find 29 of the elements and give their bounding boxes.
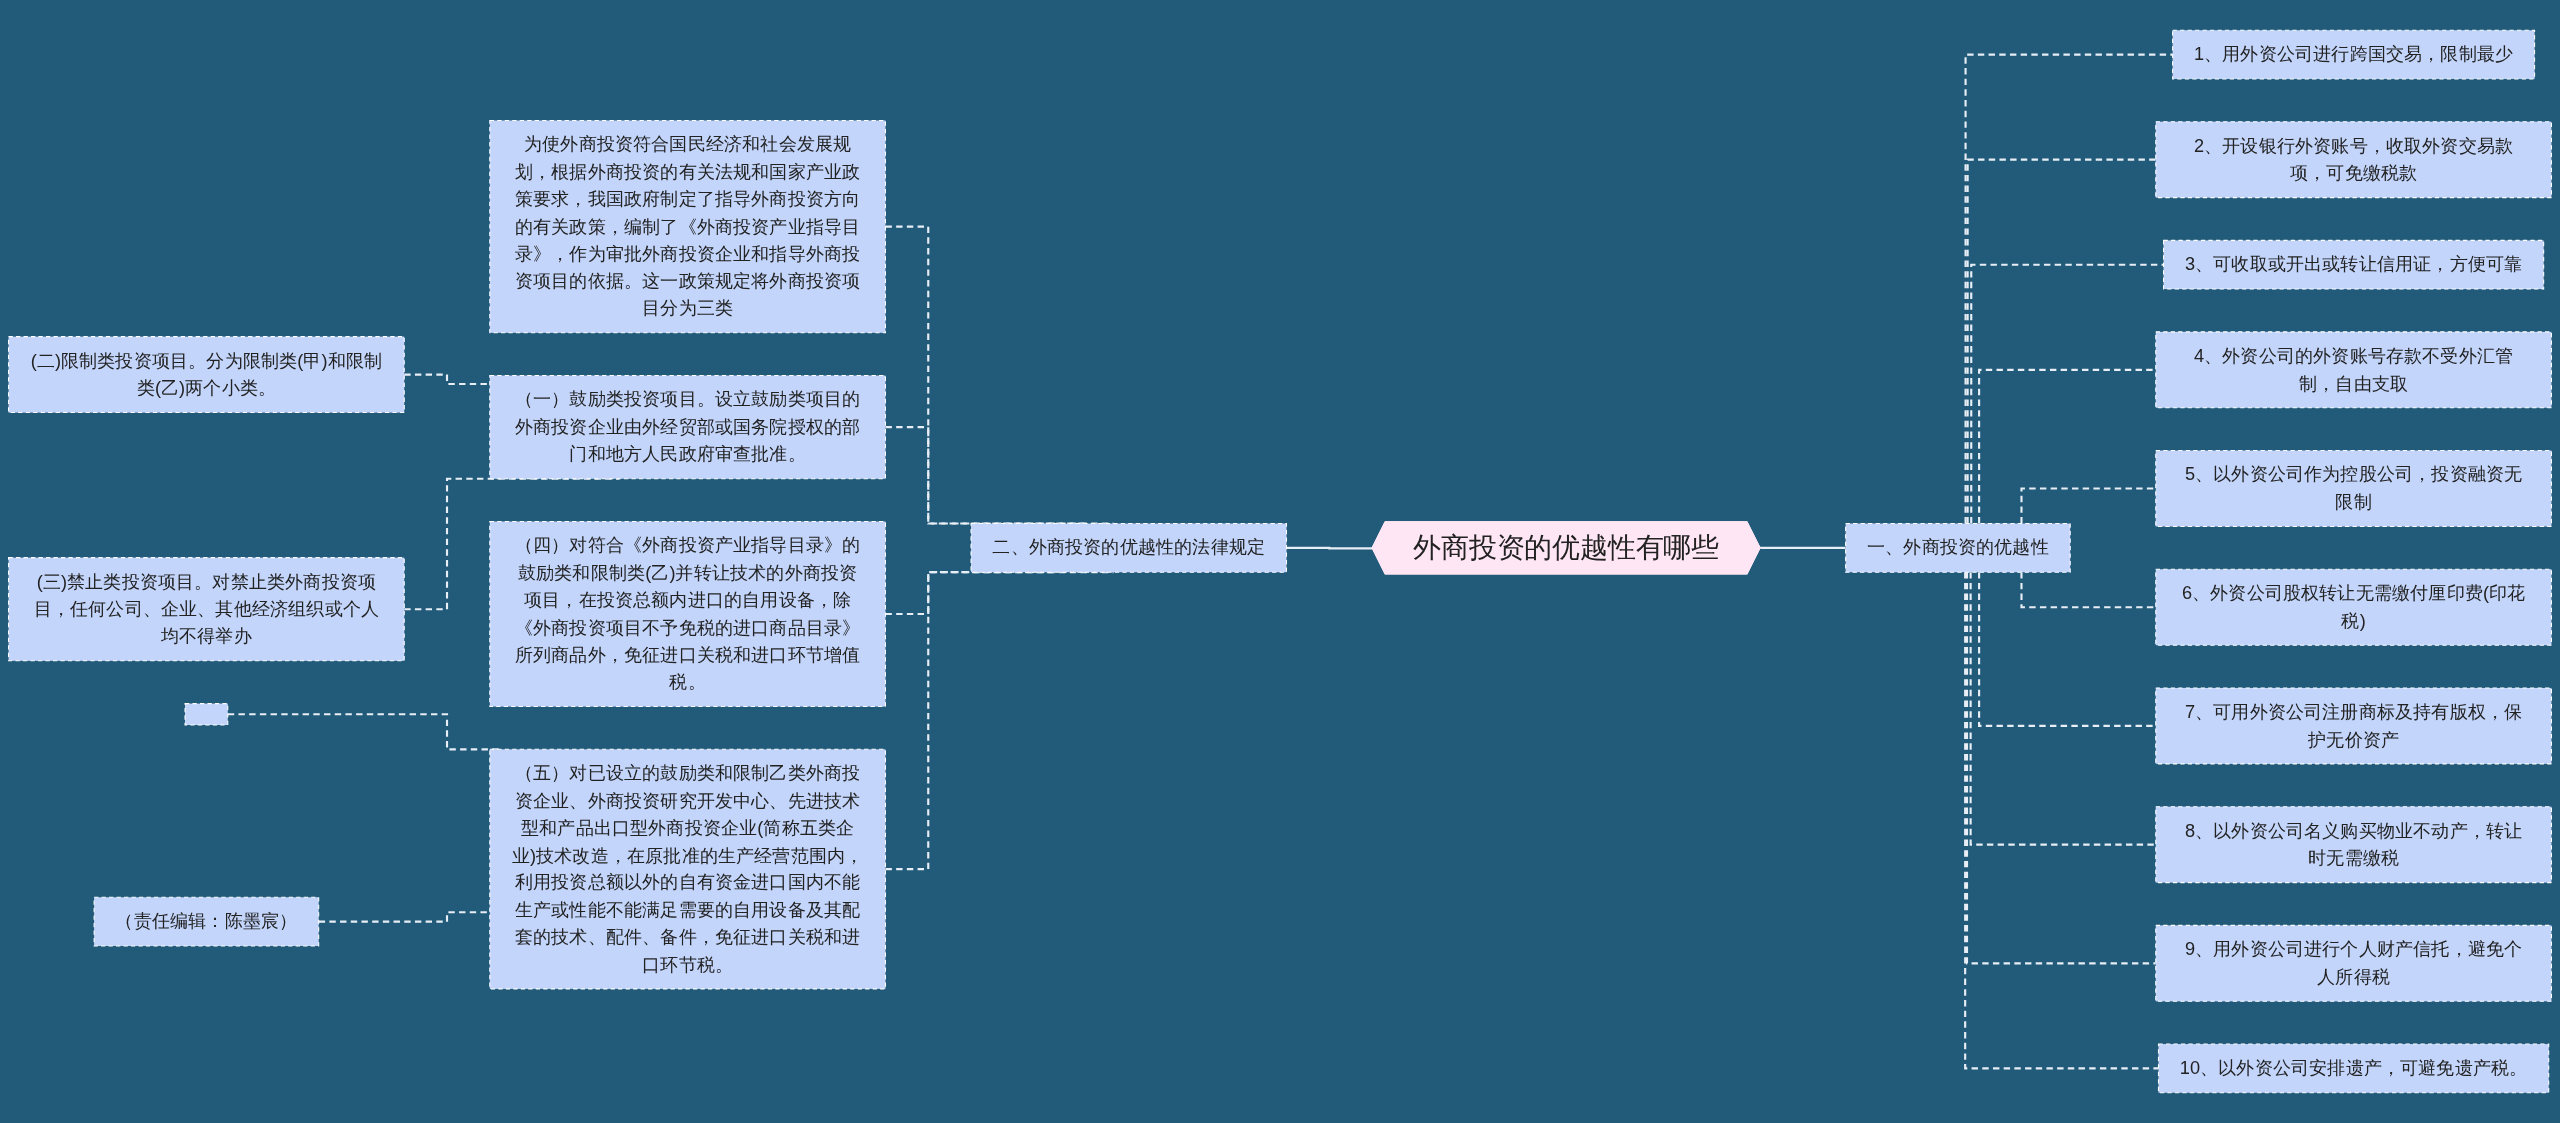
node-box: 8、以外资公司名义购买物业不动产，转让时无需缴税	[2155, 806, 2552, 884]
connector	[1966, 158, 2156, 524]
connector	[1965, 572, 2156, 965]
node-box: 1、用外资公司进行跨国交易，限制最少	[2172, 29, 2536, 80]
connector	[1759, 546, 1846, 550]
node-box: 二、外商投资的优越性的法律规定	[970, 523, 1288, 573]
node-box: 5、以外资公司作为控股公司，投资融资无限制	[2155, 450, 2552, 527]
connector	[2020, 487, 2156, 524]
connector	[1978, 572, 2156, 727]
connector	[1969, 572, 2156, 846]
node-box: 4、外资公司的外资账号存款不受外汇管制，自由支取	[2155, 331, 2552, 409]
node-box: （四）对符合《外商投资产业指导目录》的鼓励类和限制类(乙)并转让技术的外商投资项目，在投资总额内进口的自用设备，除《外商投资项目不予免税的进口商品目录》所列商品外，免征进口关税和进口环节增值税。	[489, 521, 886, 708]
node-box	[184, 703, 229, 726]
node-box: 一、外商投资的优越性	[1845, 523, 2071, 573]
node-box: 6、外资公司股权转让无需缴付厘印费(印花税)	[2155, 568, 2552, 646]
connector	[2020, 572, 2156, 609]
node-box: 3、可收取或开出或转让信用证，方便可靠	[2163, 239, 2545, 290]
connector	[1964, 572, 2159, 1070]
node-box: (二)限制类投资项目。分为限制类(甲)和限制类(乙)两个小类。	[8, 336, 405, 414]
node-box: 为使外商投资符合国民经济和社会发展规划，根据外商投资的有关法规和国家产业政策要求，我国政府制定了指导外商投资方向的有关政策，编制了《外商投资产业指导目录》，作为审批外商投资企业和指导外商投资项目的依据。这一政策规定将外商投资项目分为三类	[489, 119, 886, 334]
node-box: （责任编辑：陈墨宸）	[93, 896, 320, 947]
connector	[1978, 368, 2156, 524]
node-box: (三)禁止类投资项目。对禁止类外商投资项目，任何公司、企业、其他经济组织或个人均不得举办	[8, 557, 405, 662]
node-box: 10、以外资公司安排遗产，可避免遗产税。	[2157, 1043, 2550, 1094]
node-box: （五）对已设立的鼓励类和限制乙类外商投资企业、外商投资研究开发中心、先进技术型和产品出口型外商投资企业(简称五类企业)技术改造，在原批准的生产经营范围内，利用投资总额以外的自有资金进口国内不能生产或性能不能满足需要的自用设备及其配套的技术、配件、备件，免征进口关税和进口环节税。	[489, 748, 886, 990]
node-box: （一）鼓励类投资项目。设立鼓励类项目的外商投资企业由外经贸部或国务院授权的部门和地方人民政府审查批准。	[489, 375, 886, 480]
node-box: 7、可用外资公司注册商标及持有版权，保护无价资产	[2155, 687, 2552, 765]
node-box: 2、开设银行外资账号，收取外资交易款项，可免缴税款	[2155, 121, 2552, 199]
node-box: 9、用外资公司进行个人财产信托，避免个人所得税	[2155, 924, 2552, 1002]
